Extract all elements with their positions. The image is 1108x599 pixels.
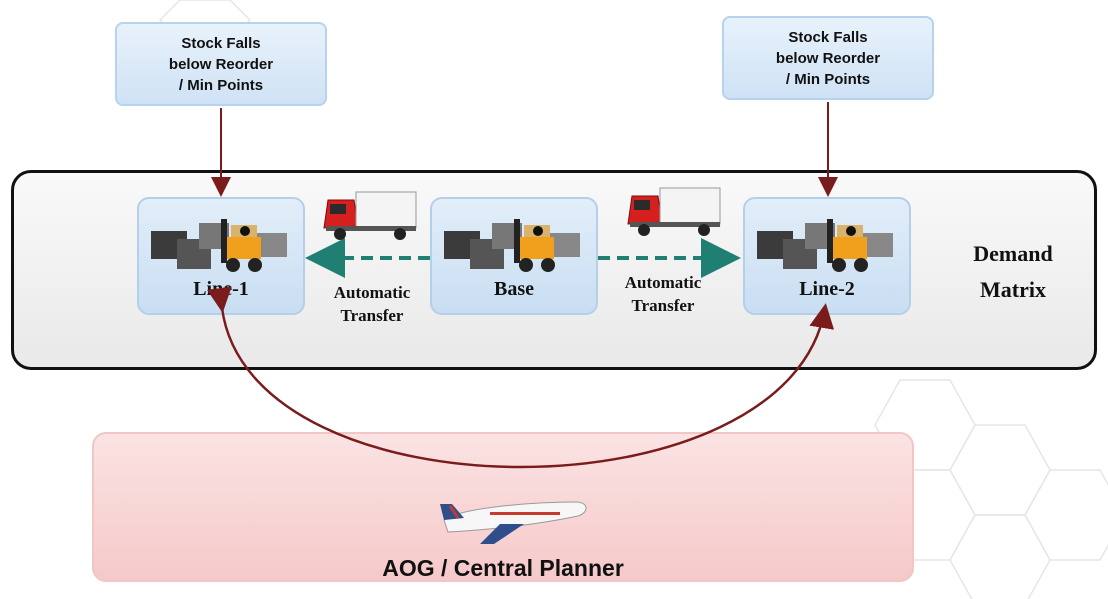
- node-label-line1: Line-1: [193, 278, 249, 300]
- aog-central-planner-label: AOG / Central Planner: [382, 555, 624, 581]
- node-line1: Line-1: [137, 197, 305, 315]
- node-label-line2: Line-2: [799, 278, 855, 300]
- warehouse-forklift-icon: [151, 219, 287, 272]
- trigger-text-line1: Stock Falls below Reorder / Min Points: [168, 34, 274, 94]
- warehouse-forklift-icon: [757, 219, 893, 272]
- node-base: Base: [430, 197, 598, 315]
- node-line2: Line-2: [743, 197, 911, 315]
- trigger-text-line2: Stock Falls below Reorder / Min Points: [775, 28, 881, 88]
- trigger-box-line2: Stock Falls below Reorder / Min Points: [722, 16, 934, 100]
- transfer-label-right: Automatic Transfer: [624, 273, 702, 315]
- transfer-label-left: Automatic Transfer: [333, 283, 411, 325]
- trigger-box-line1: Stock Falls below Reorder / Min Points: [115, 22, 327, 106]
- node-label-base: Base: [494, 278, 534, 300]
- warehouse-forklift-icon: [444, 219, 580, 272]
- demand-matrix-title: Demand Matrix: [973, 241, 1053, 302]
